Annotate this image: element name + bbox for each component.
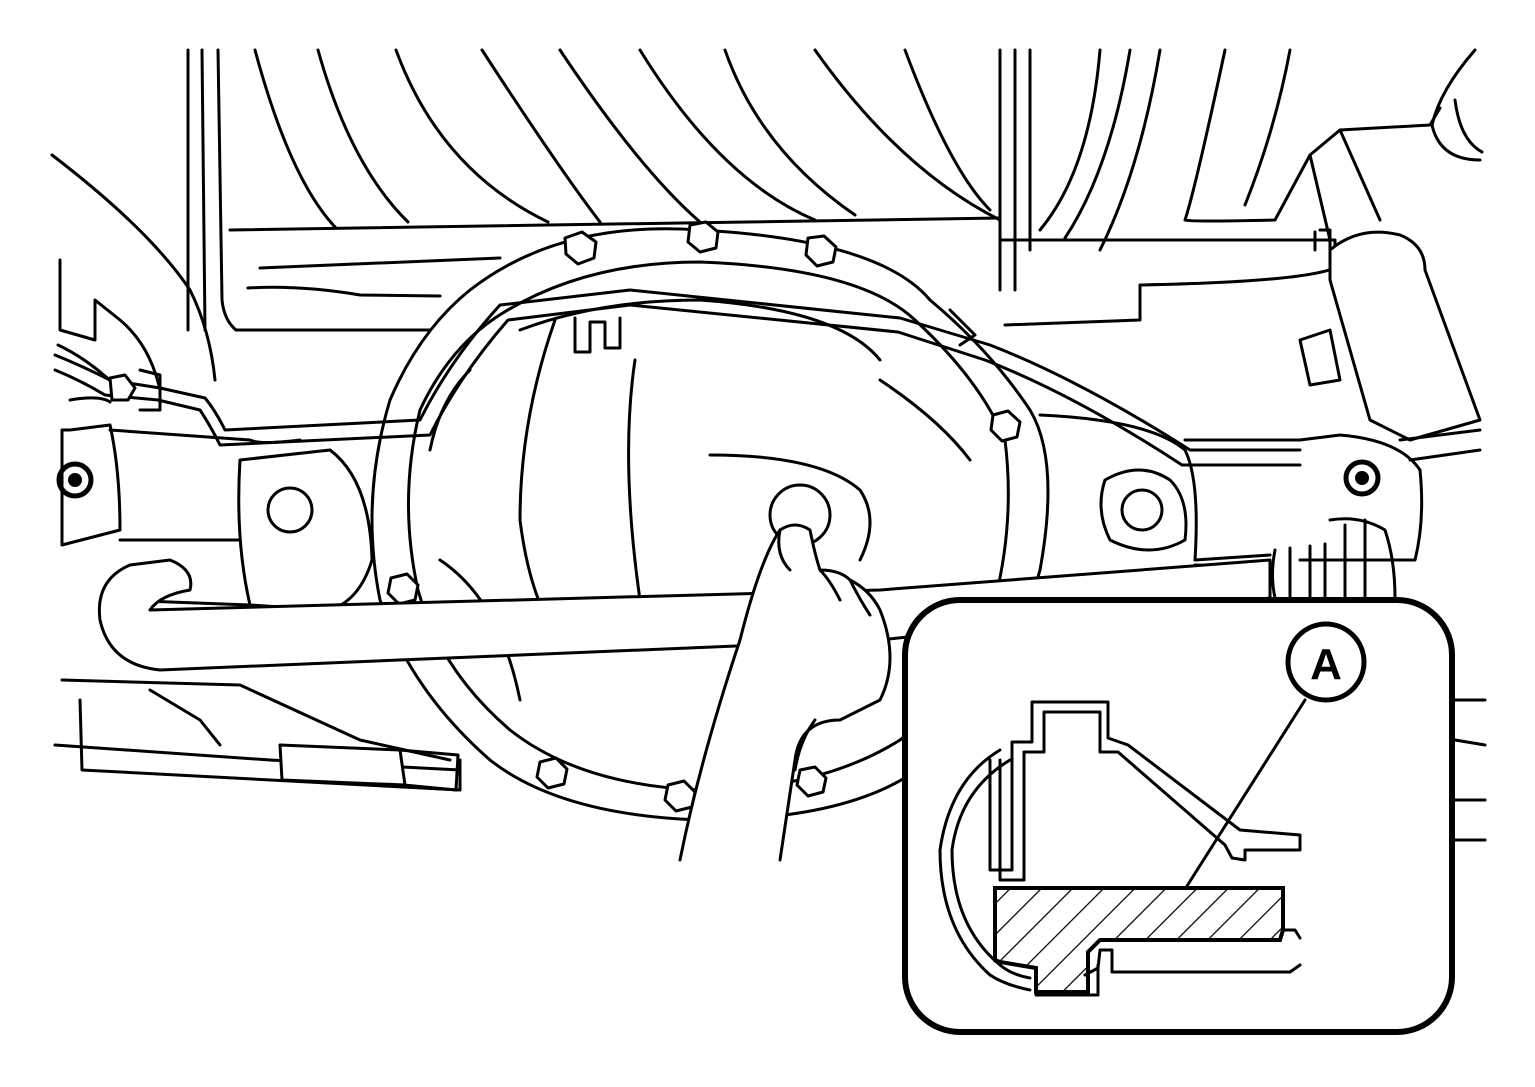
stabilizer-bar <box>97 558 1272 672</box>
right-lower-frame <box>1448 698 1487 842</box>
left-housing-hole <box>266 486 314 534</box>
lower-left-bracket <box>53 678 462 792</box>
right-shock-absorber <box>1271 228 1482 600</box>
callout-a-circle <box>1285 621 1367 703</box>
brake-line-fitting <box>108 373 137 402</box>
callout-leader-line <box>1185 698 1307 888</box>
right-housing-hole <box>1120 488 1164 532</box>
floor-panel <box>186 48 1484 332</box>
callout-a-label: A <box>1310 640 1342 689</box>
cover-bolts <box>386 220 1022 813</box>
technician-hand <box>678 523 892 862</box>
left-mount-bolt <box>56 461 94 499</box>
left-spring-bracket <box>50 153 217 547</box>
detail-inset-frame <box>902 597 1455 1035</box>
oil-level-detail-inset: A <box>902 597 1455 1035</box>
brake-line <box>53 288 1302 467</box>
right-mount-bolt <box>1343 459 1381 497</box>
